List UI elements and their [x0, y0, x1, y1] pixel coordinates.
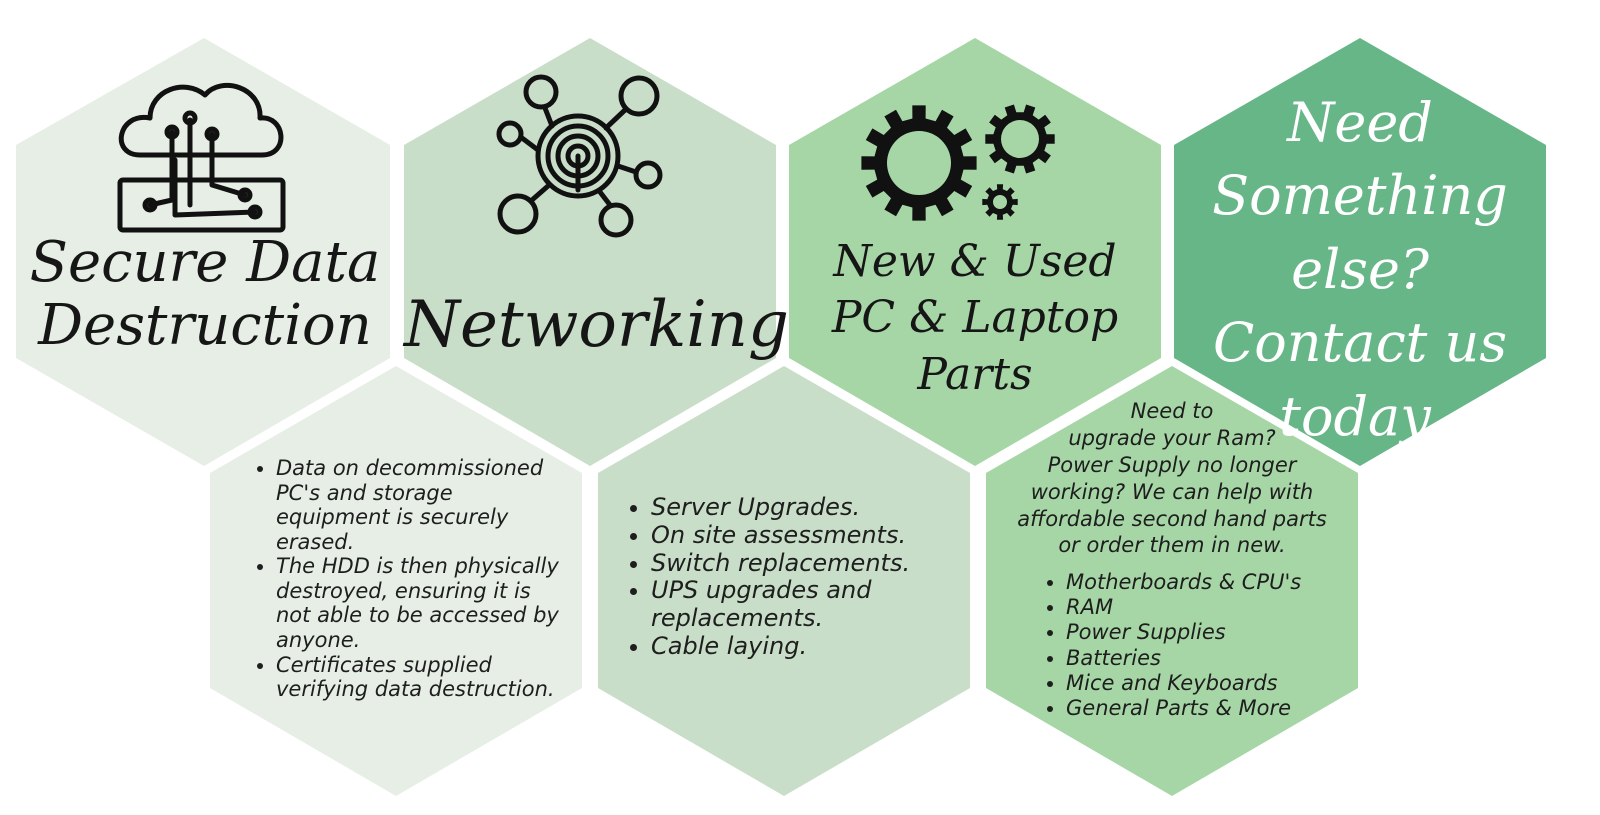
list-item: Data on decommissioned PC's and storage …: [276, 456, 566, 554]
list-item: Motherboards & CPU's: [1066, 570, 1366, 595]
parts-intro-line: Need to: [1130, 399, 1214, 423]
cloud-circuit-icon: [117, 82, 286, 233]
data-destruction-list: Data on decommissioned PC's and storage …: [248, 456, 566, 702]
hex-networking-details: [598, 366, 970, 796]
list-item: Batteries: [1066, 646, 1366, 671]
networking-title: Networking: [404, 288, 789, 362]
list-item: Mice and Keyboards: [1066, 671, 1366, 696]
list-item: Power Supplies: [1066, 620, 1366, 645]
contact-line3: Contact us: [1212, 311, 1508, 375]
small-gear-icon: [982, 184, 1018, 220]
gears-icon: [861, 104, 1055, 221]
data-destruction-title-line1: Secure Data: [29, 230, 381, 295]
networking-list: Server Upgrades. On site assessments. Sw…: [623, 493, 951, 661]
parts-intro-line: affordable second hand parts: [1017, 506, 1327, 531]
parts-title: New & Used PC & Laptop Parts: [789, 234, 1161, 403]
list-item: Cable laying.: [651, 632, 951, 661]
hex-parts-details: [986, 366, 1358, 796]
list-item: Certificates supplied verifying data des…: [276, 653, 566, 702]
list-item: RAM: [1066, 595, 1366, 620]
parts-title-line1: New & Used: [833, 236, 1117, 287]
hex-data-destruction-details: [210, 366, 582, 796]
hex-contact: [1174, 38, 1546, 466]
contact-title: Need Something else? Contact us today.: [1174, 86, 1546, 453]
parts-list: Motherboards & CPU's RAM Power Supplies …: [1038, 570, 1366, 721]
parts-title-line3: Parts: [917, 348, 1033, 400]
large-gear-icon: [861, 105, 977, 221]
list-item: UPS upgrades and replacements.: [651, 577, 951, 633]
parts-intro: Need to upgrade your Ram? Power Supply n…: [994, 398, 1350, 559]
list-item: Server Upgrades.: [651, 493, 951, 522]
hex-data-destruction: [16, 38, 390, 466]
hex-networking: [404, 38, 776, 466]
list-item: The HDD is then physically destroyed, en…: [276, 554, 566, 652]
contact-line4: today.: [1279, 384, 1441, 448]
list-item: General Parts & More: [1066, 696, 1366, 721]
contact-line1: Need: [1287, 91, 1433, 154]
list-item: Switch replacements.: [651, 549, 951, 578]
parts-intro-line: or order them in new.: [1058, 533, 1286, 558]
network-nodes-icon: [496, 74, 663, 238]
data-destruction-title-line2: Destruction: [38, 292, 372, 358]
data-destruction-title: Secure Data Destruction: [20, 230, 390, 358]
medium-gear-icon: [985, 104, 1055, 174]
contact-line2: Something else?: [1212, 164, 1508, 301]
parts-title-line2: PC & Laptop: [831, 292, 1119, 344]
parts-intro-line: Power Supply no longer: [1047, 452, 1297, 477]
list-item: On site assessments.: [651, 521, 951, 550]
parts-intro-line: working? We can help with: [1030, 479, 1314, 504]
parts-intro-line: upgrade your Ram?: [1068, 425, 1276, 450]
